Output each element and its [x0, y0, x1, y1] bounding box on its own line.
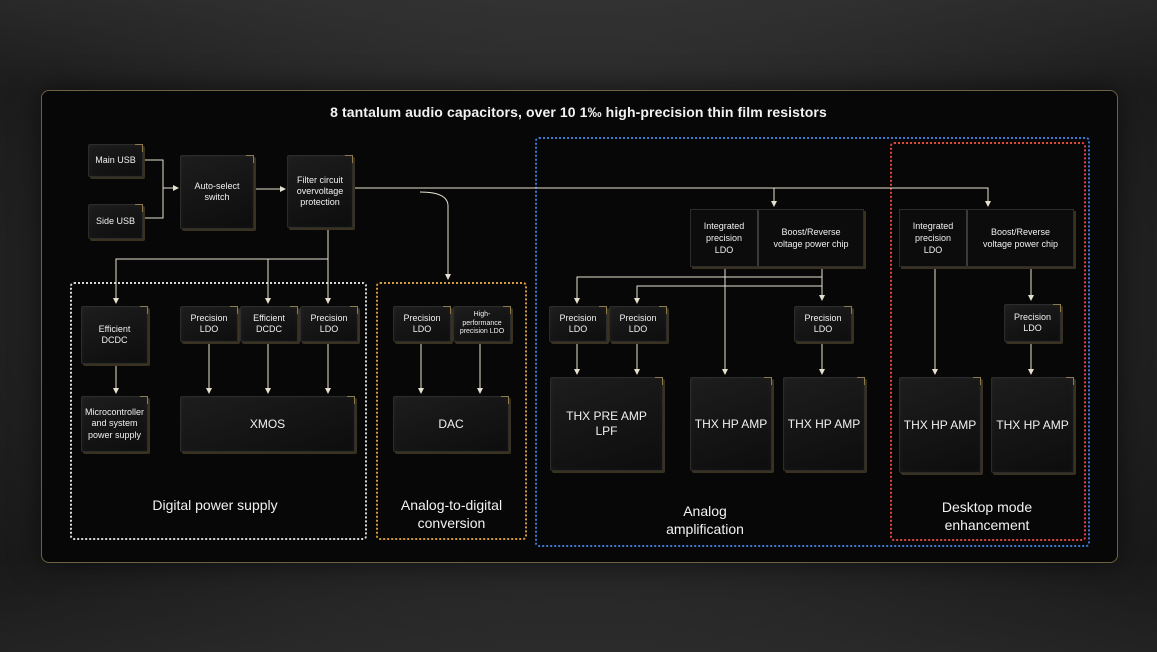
precision-ldo-chip-4: Precision LDO: [549, 306, 607, 342]
xmos-chip: XMOS: [180, 396, 355, 452]
boost-reverse-chip-2: Boost/Reverse voltage power chip: [982, 226, 1059, 249]
integrated-ldo-chip-1: Integrated precision LDO: [703, 220, 745, 256]
thx-hp-amp-chip-1: THX HP AMP: [690, 377, 772, 471]
precision-ldo-chip-3: Precision LDO: [393, 306, 451, 342]
integrated-boost-combo-1: Integrated precision LDO Boost/Reverse v…: [690, 209, 864, 267]
group-analog-amp: [535, 137, 1090, 547]
efficient-dcdc-chip-1: Efficient DCDC: [81, 306, 148, 364]
group-digital-power: [70, 282, 367, 540]
thx-hp-amp-chip-4: THX HP AMP: [991, 377, 1074, 473]
precision-ldo-chip-7: Precision LDO: [1004, 304, 1061, 342]
precision-ldo-chip-1: Precision LDO: [180, 306, 238, 342]
combo-divider-1: [757, 210, 759, 266]
group-label-desktop-mode: Desktop mode enhancement: [941, 499, 1033, 533]
dac-chip: DAC: [393, 396, 509, 452]
high-performance-ldo-chip: High- performance precision LDO: [453, 306, 511, 342]
thx-pre-amp-chip: THX PRE AMP LPF: [550, 377, 663, 471]
efficient-dcdc-chip-2: Efficient DCDC: [240, 306, 298, 342]
integrated-boost-combo-2: Integrated precision LDO Boost/Reverse v…: [899, 209, 1074, 267]
diagram-title: 8 tantalum audio capacitors, over 10 1‰ …: [330, 104, 827, 120]
group-label-adc: Analog-to-digital conversion: [400, 497, 503, 531]
main-usb-chip: Main USB: [88, 144, 143, 177]
group-desktop-mode: [890, 142, 1086, 541]
precision-ldo-chip-6: Precision LDO: [794, 306, 852, 342]
group-label-analog-amp: Analog amplification: [666, 503, 744, 537]
thx-hp-amp-chip-3: THX HP AMP: [899, 377, 981, 473]
boost-reverse-chip-1: Boost/Reverse voltage power chip: [773, 226, 849, 249]
group-label-digital-power: Digital power supply: [152, 497, 278, 513]
side-usb-chip: Side USB: [88, 204, 143, 239]
group-adc: [376, 282, 527, 540]
microcontroller-chip: Microcontroller and system power supply: [81, 396, 148, 452]
filter-protection-chip: Filter circuit overvoltage protection: [287, 155, 353, 228]
precision-ldo-chip-5: Precision LDO: [609, 306, 667, 342]
combo-divider-2: [966, 210, 968, 266]
auto-select-switch-chip: Auto-select switch: [180, 155, 254, 229]
thx-hp-amp-chip-2: THX HP AMP: [783, 377, 865, 471]
precision-ldo-chip-2: Precision LDO: [300, 306, 358, 342]
integrated-ldo-chip-2: Integrated precision LDO: [912, 220, 954, 256]
